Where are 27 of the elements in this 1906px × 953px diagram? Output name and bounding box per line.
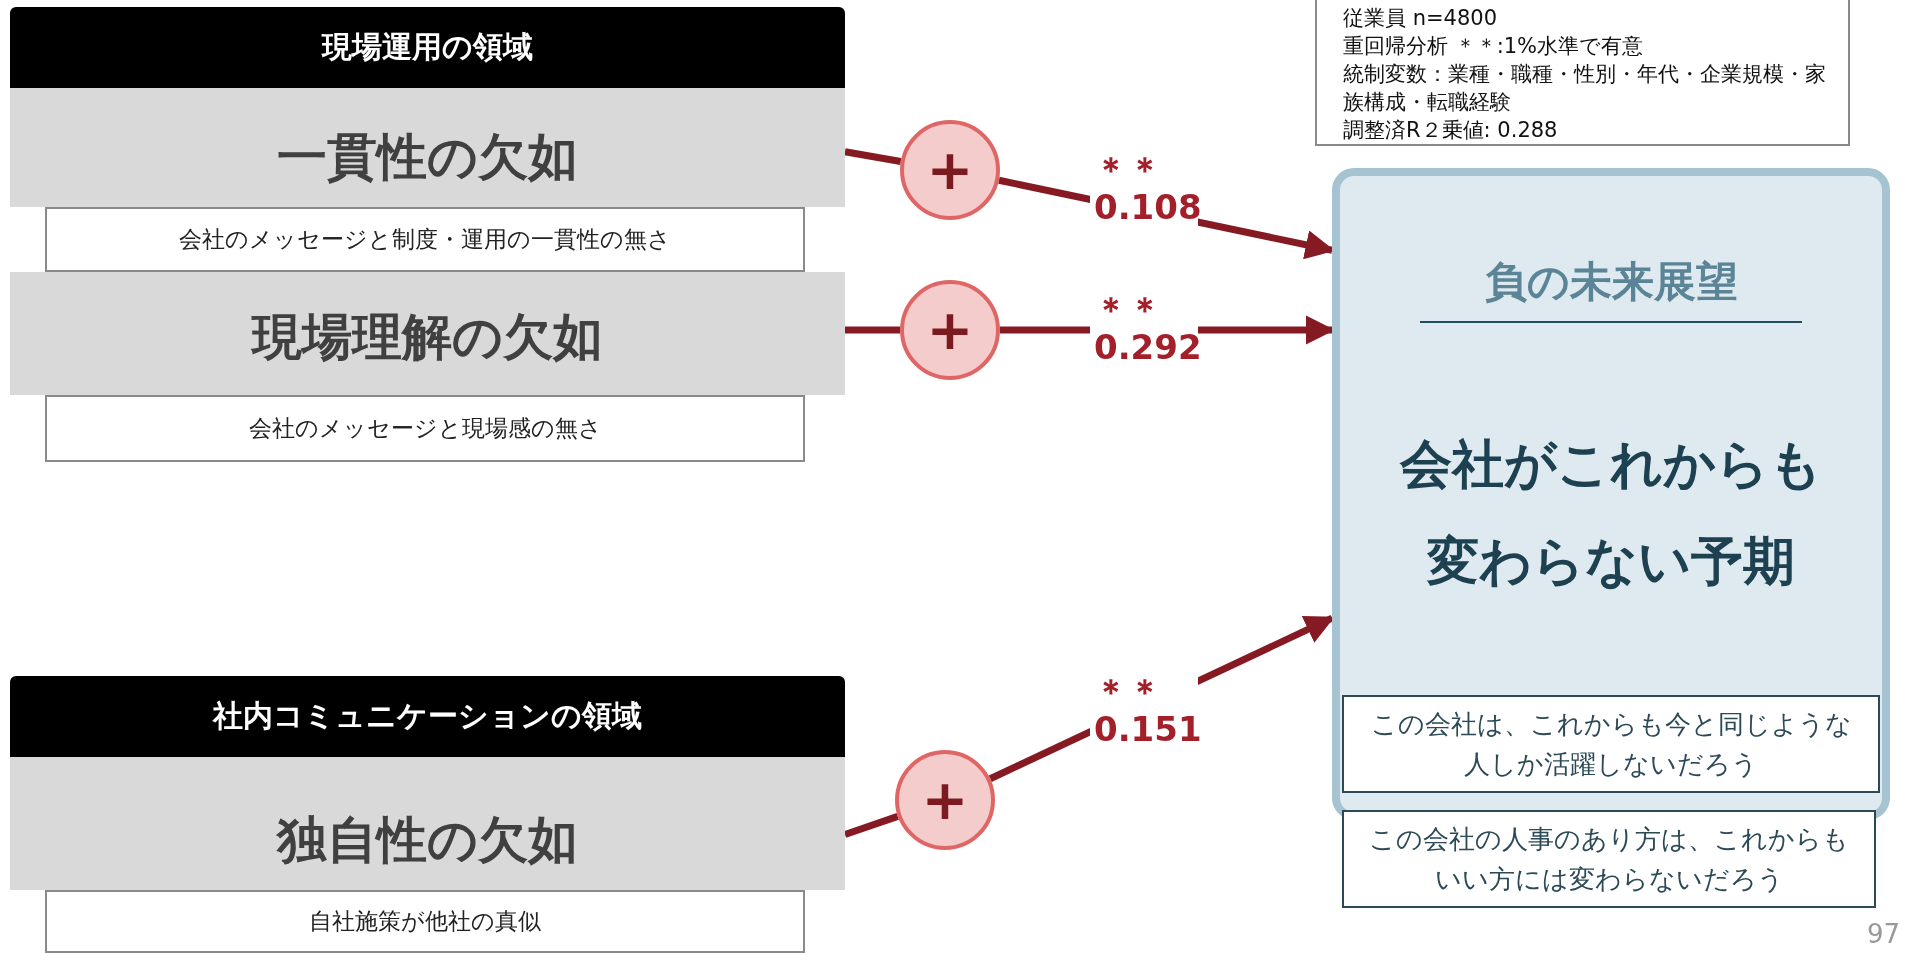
note-line: 従業員 n=4800 [1343, 5, 1499, 32]
factor-band [10, 272, 845, 395]
connector-line [844, 148, 902, 165]
description-box: 会社のメッセージと現場感の無さ [45, 395, 805, 462]
area-header: 社内コミュニケーションの領域 [10, 676, 845, 757]
factor-band [10, 757, 845, 890]
area-header: 現場運用の領域 [10, 7, 845, 88]
notes-box [1315, 0, 1850, 146]
outcome-heading: 負の未来展望 [1483, 256, 1739, 308]
factor-title: 独自性の欠如 [275, 810, 579, 871]
statement-box: この会社は、これからも今と同じような人しか活躍しないだろう [1342, 695, 1880, 793]
plus-circle: + [895, 750, 995, 850]
statement-box: この会社の人事のあり方は、これからもいい方には変わらないだろう [1342, 810, 1876, 908]
outcome-statement: 会社がこれからも変わらない予期 [1400, 433, 1822, 593]
factor-title: 現場理解の欠如 [250, 307, 604, 368]
plus-circle: + [900, 120, 1000, 220]
note-line: 重回帰分析 ＊＊:1%水準で有意 [1343, 33, 1645, 60]
description-box: 会社のメッセージと制度・運用の一貫性の無さ [45, 207, 805, 272]
plus-circle: + [900, 280, 1000, 380]
note-line: 統制変数：業種・職種・性別・年代・企業規模・家族構成・転職経験 [1343, 61, 1827, 116]
factor-title: 一貫性の欠如 [276, 127, 579, 188]
outcome-panel [1332, 168, 1890, 820]
page-number: 97 [1866, 919, 1900, 949]
description-box: 自社施策が他社の真似 [45, 890, 805, 953]
factor-band [10, 88, 845, 207]
note-line: 調整済R２乗値: 0.288 [1343, 117, 1559, 144]
connector-line [845, 326, 900, 334]
